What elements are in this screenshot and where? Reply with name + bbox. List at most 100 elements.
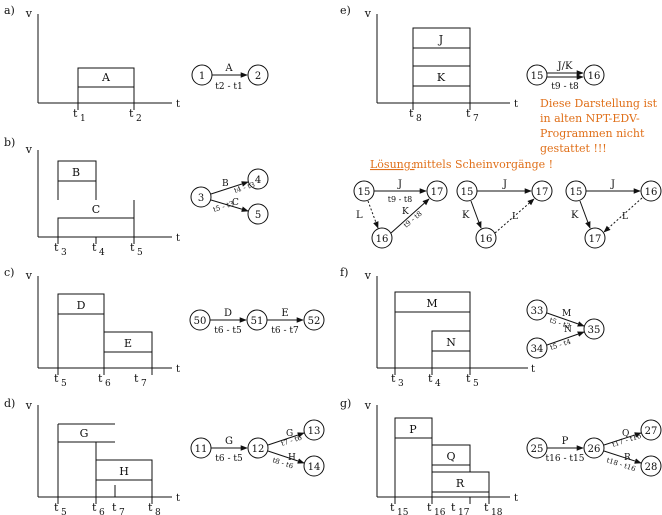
panel-e-label: e) — [340, 4, 351, 17]
tick-label: t — [73, 107, 78, 120]
solution-prefix: Lösung: — [370, 158, 415, 171]
panel-f-label: f) — [340, 266, 348, 279]
activity-label: K — [402, 207, 409, 217]
tick-label: t — [484, 501, 489, 514]
panel-f-network: 33 34 35 M t5 - t3 N t5 - t4 — [526, 299, 605, 359]
panel-c-bar-e: E — [103, 331, 153, 368]
tick-label: 5 — [61, 508, 67, 515]
activity-label: J — [610, 179, 615, 190]
panel-g-ticks: t 15 t 16 t 17 t 18 — [390, 501, 503, 515]
tick-label: t — [112, 501, 117, 514]
panel-g-x-axis-label: t — [514, 493, 518, 504]
duration-label: t6 - t7 — [271, 326, 299, 336]
panel-d-x-axis-label: t — [176, 493, 180, 504]
solution-text: mittels Scheinvorgänge ! — [413, 158, 553, 171]
tick-label: t — [390, 501, 395, 514]
tick-label: t — [92, 241, 97, 254]
panel-a: a) v t A t 1 t 2 1 2 A t2 - t1 — [4, 4, 269, 124]
bar-label: K — [437, 71, 446, 84]
tick-label: 16 — [434, 508, 446, 515]
panel-a-x-axis-label: t — [176, 99, 180, 110]
tick-label: t — [409, 107, 414, 120]
tick-label: t — [428, 372, 433, 385]
panel-e-warning-note: Diese Darstellung ist in alten NPT-EDV- … — [540, 97, 658, 155]
bar-label: B — [72, 166, 80, 179]
panel-e-solution: Lösung: mittels Scheinvorgänge ! — [370, 158, 553, 171]
bar-label: G — [80, 427, 89, 440]
bar-label: A — [101, 71, 111, 84]
tick-label: 8 — [155, 508, 161, 515]
panel-c-ticks: t 5 t 6 t 7 — [54, 372, 147, 389]
activity-label: G — [225, 436, 233, 447]
panel-f-x-axis-label: t — [531, 364, 535, 375]
node-label: 16 — [645, 187, 658, 198]
tick-label: t — [130, 241, 135, 254]
panel-a-axes — [37, 14, 172, 110]
node-label: 12 — [252, 444, 265, 455]
bar-label: P — [409, 423, 417, 436]
tick-label: 8 — [416, 114, 422, 124]
activity-label: K — [571, 210, 579, 221]
node-label: 15 — [358, 187, 371, 198]
panel-e-axes — [376, 14, 510, 110]
activity-label: G — [286, 429, 293, 439]
activity-label: M — [562, 309, 571, 319]
node-label: 16 — [376, 234, 389, 245]
note-line: in alten NPT-EDV- — [540, 112, 640, 125]
tick-label: t — [148, 501, 153, 514]
node-label: 15 — [531, 71, 544, 82]
activity-label: B — [222, 179, 229, 189]
node-label: 14 — [308, 462, 321, 473]
tick-label: 7 — [141, 379, 147, 389]
tick-label: t — [98, 372, 103, 385]
node-label: 52 — [308, 316, 321, 327]
note-line: Diese Darstellung ist — [540, 97, 658, 110]
tick-label: 17 — [458, 508, 470, 515]
panel-e-bar-k: K — [412, 65, 471, 103]
panel-f-ticks: t 3 t 4 t 5 — [391, 372, 479, 389]
node-label: 33 — [531, 306, 544, 317]
node-label: 17 — [589, 234, 602, 245]
node-label: 3 — [198, 193, 204, 204]
activity-label: A — [224, 63, 233, 74]
panel-c-bar-d: D — [57, 293, 105, 368]
panel-e-y-axis-label: v — [364, 7, 372, 20]
tick-label: t — [451, 501, 456, 514]
tick-label: t — [54, 372, 59, 385]
panel-c-axes — [37, 276, 172, 375]
tick-label: t — [134, 372, 139, 385]
note-line: Programmen nicht — [540, 127, 645, 140]
panel-d-bar-g: G — [57, 423, 115, 497]
tick-label: t — [466, 372, 471, 385]
panel-g: g) v t P Q R t 15 — [340, 397, 662, 515]
node-label: 16 — [480, 234, 493, 245]
panel-e-ticks: t 8 t 7 — [409, 107, 479, 124]
panel-e-x-axis-label: t — [514, 99, 518, 110]
activity-label: N — [564, 325, 572, 335]
tick-label: 6 — [99, 508, 105, 515]
activity-label: J — [397, 179, 402, 190]
tick-label: t — [391, 372, 396, 385]
tick-label: t — [427, 501, 432, 514]
tick-label: 3 — [61, 248, 67, 258]
activity-label: L — [356, 210, 363, 221]
node-label: 50 — [194, 316, 207, 327]
panel-a-network: 1 2 A t2 - t1 — [191, 63, 269, 92]
bar-label: M — [426, 297, 437, 310]
node-label: 13 — [308, 426, 321, 437]
panel-g-network: 25 26 27 28 P t16 - t15 Q t17 - t16 R t1… — [526, 419, 662, 477]
duration-label: t7 - t6 — [280, 434, 303, 448]
bar-label: R — [456, 477, 465, 490]
panel-f: f) v t M N t 3 t 4 t 5 — [340, 266, 605, 389]
node-label: 17 — [536, 187, 549, 198]
panel-g-bar-q: Q — [431, 444, 471, 466]
activity-label: E — [281, 308, 288, 319]
node-label: 34 — [531, 344, 544, 355]
bar-label: J — [438, 33, 443, 46]
activity-label: Q — [622, 429, 629, 439]
panel-d-bar-h: H — [95, 459, 153, 497]
bar-label: Q — [446, 450, 455, 463]
duration-label: t2 - t1 — [215, 82, 242, 92]
duration-label: t5 - t4 — [549, 338, 572, 352]
panel-b-bar-c: C — [57, 200, 135, 238]
